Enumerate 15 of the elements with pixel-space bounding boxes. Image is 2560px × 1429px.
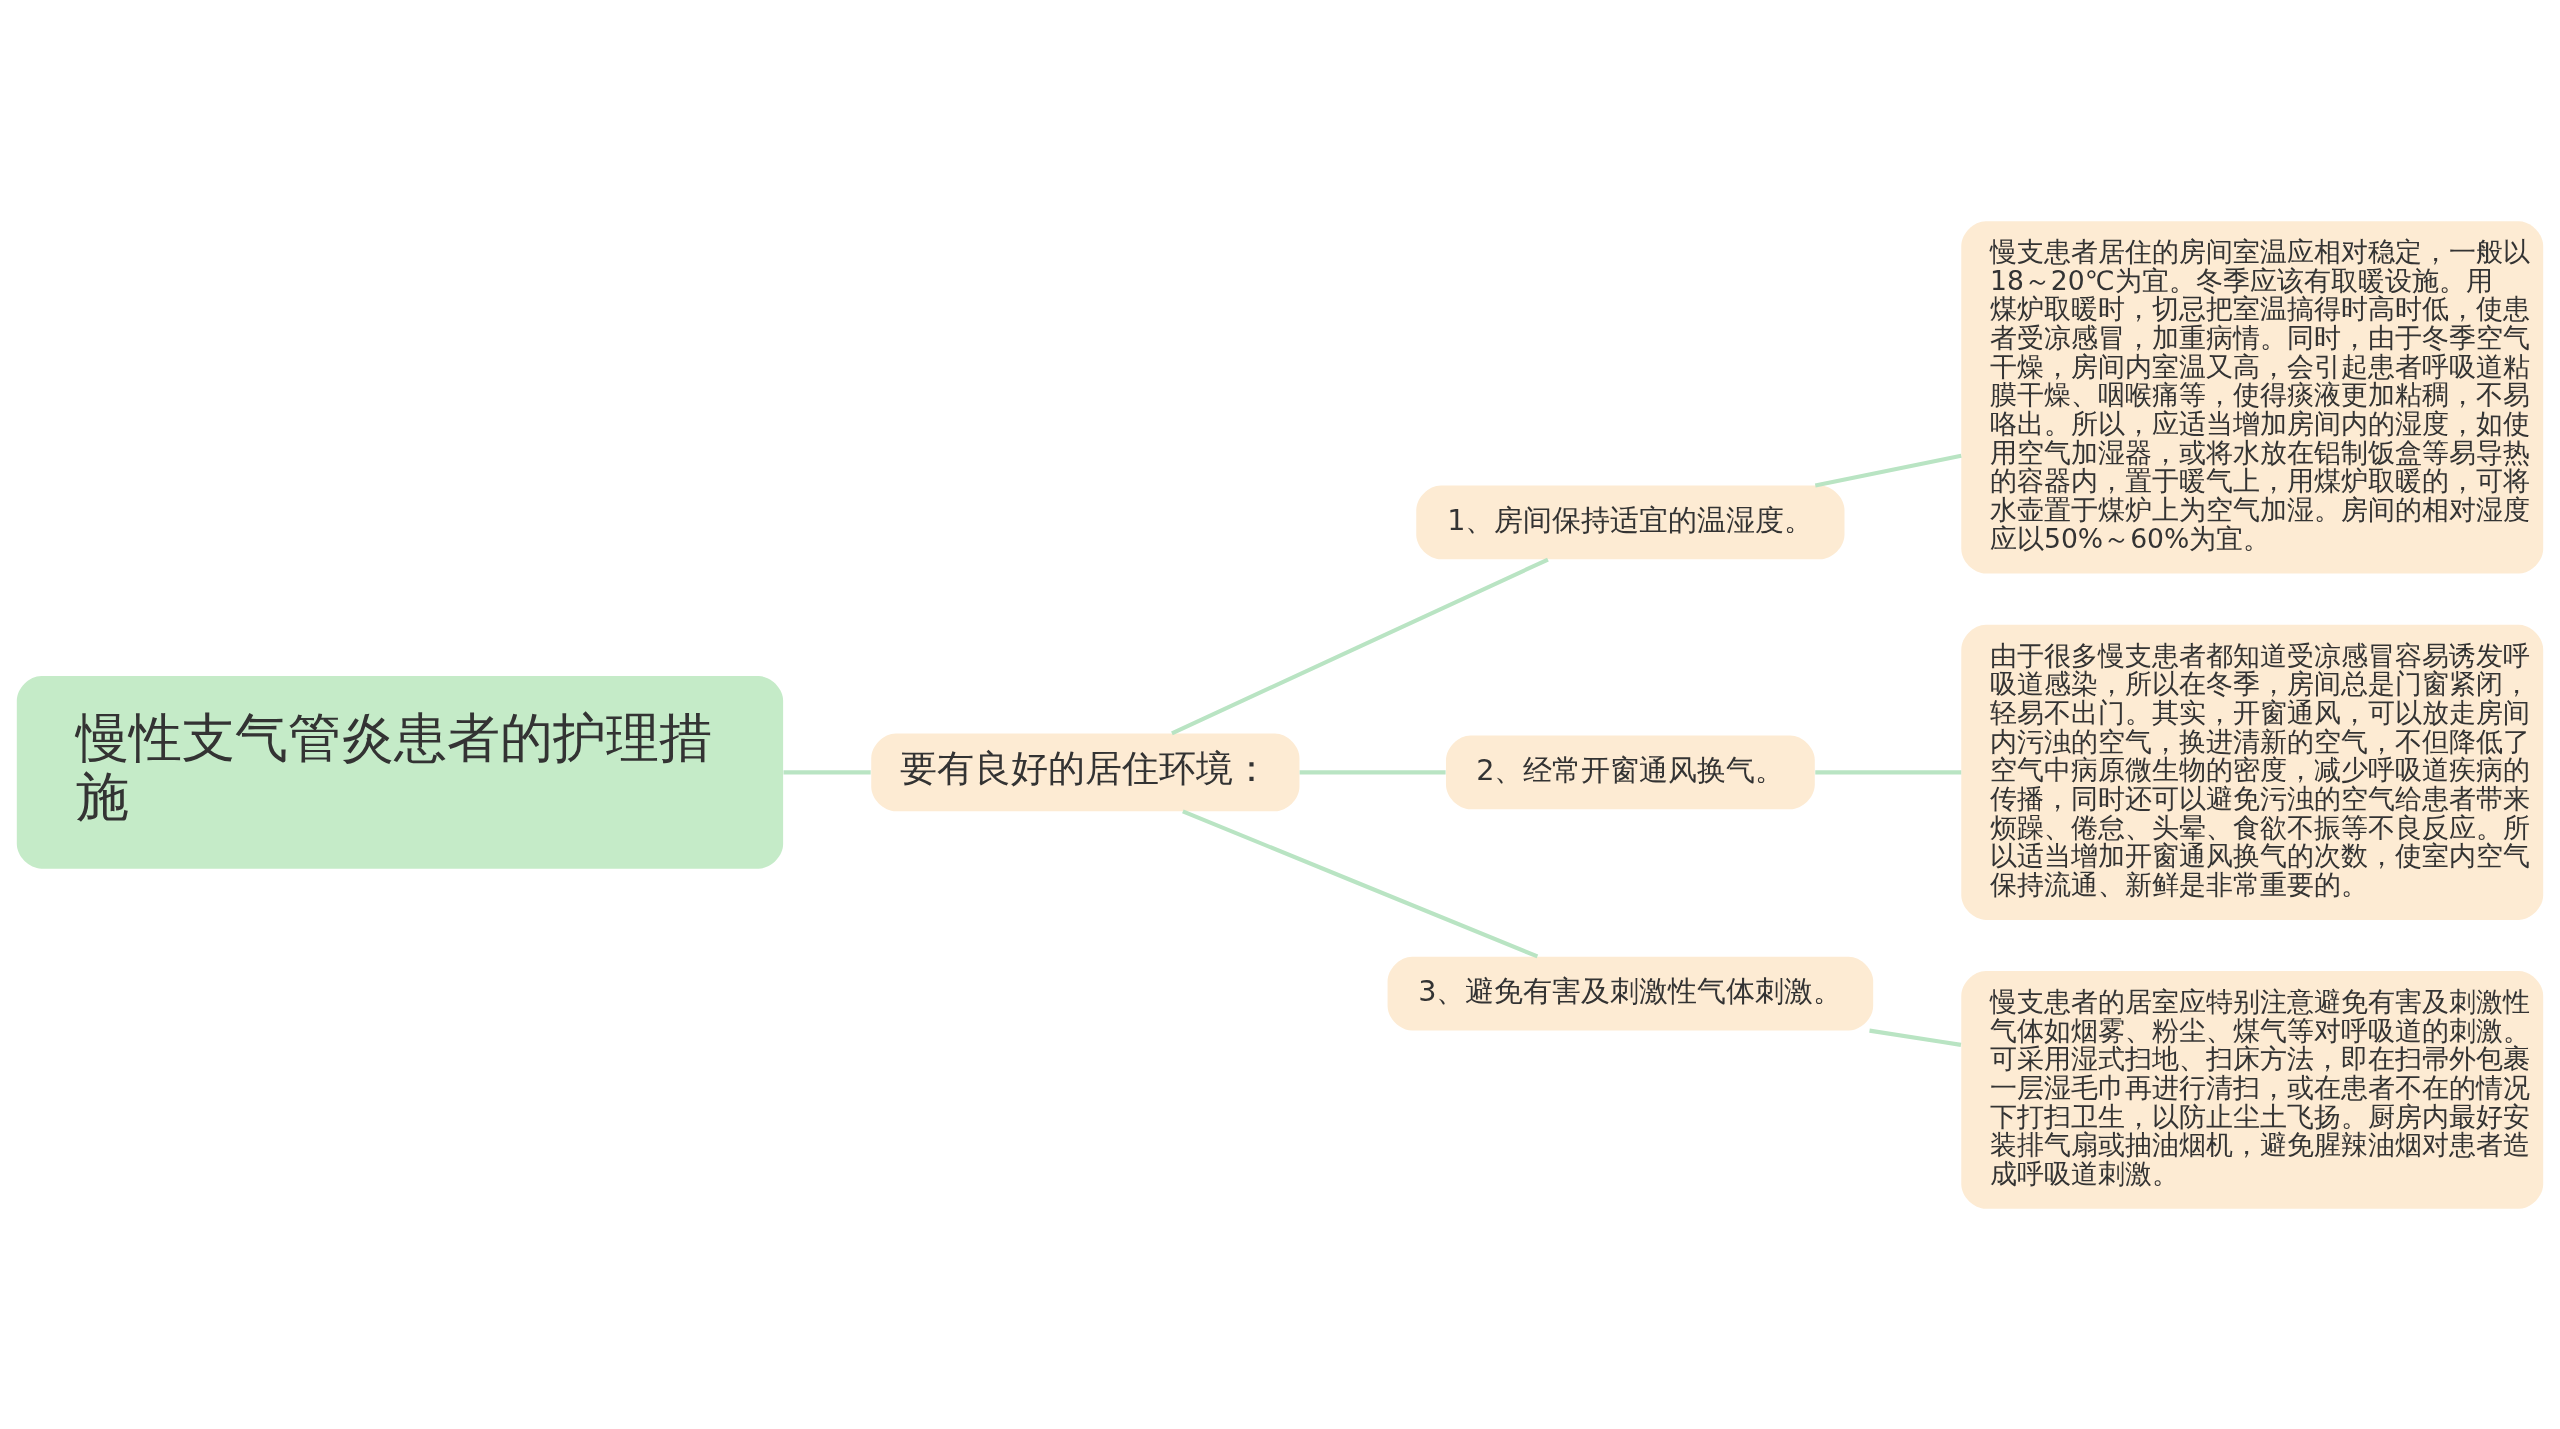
node-box: 慢支患者居住的房间室温应相对稳定，一般以18～20℃为宜。冬季应该有取暖设施。用煤炉取暖时，切忌把室温搞得时高时低，使患者受凉感冒，加重病情。同时，由于冬季空气干燥，房间内室温又高，会引起患者呼吸道粘膜干燥、咽喉痛等，使得痰液更加粘稠，不易咯出。所以，应适当增加房间内的湿度，如使用空气加湿器，或将水放在铝制饭盒等易导热的容器内，置于暖气上，用煤炉取暖的，可将水壶置于煤炉上为空气加湿。房间的相对湿度应以50%～60%为宜。 — [1961, 220, 2544, 574]
connector — [1299, 769, 1446, 774]
node-box: 2、经常开窗通风换气。 — [1445, 735, 1815, 809]
connector — [1182, 809, 1539, 958]
connector — [1814, 453, 1962, 487]
node-box: 3、避免有害及刺激性气体刺激。 — [1387, 956, 1874, 1031]
node-box: 慢性支气管炎患者的护理措施 — [16, 675, 784, 869]
node-box: 由于很多慢支患者都知道受凉感冒容易诱发呼吸道感染，所以在冬季，房间总是门窗紧闭，轻易不出门。其实，开窗通风，可以放走房间内污浊的空气，换进清新的空气，不但降低了空气中病原微生物的密度，减少呼吸道疾病的传播，同时还可以避免污浊的空气给患者带来烦躁、倦怠、头晕、食欲不振等不良反应。所以适当增加开窗通风换气的次数，使室内空气保持流通、新鲜是非常重要的。 — [1961, 624, 2544, 920]
connector — [783, 769, 871, 774]
connector — [1171, 557, 1549, 735]
node-box: 1、房间保持适宜的温湿度。 — [1416, 485, 1845, 559]
node-box: 慢支患者的居室应特别注意避免有害及刺激性气体如烟雾、粉尘、煤气等对呼吸道的刺激。可采用湿式扫地、扫床方法，即在扫帚外包裹一层湿毛巾再进行清扫，或在患者不在的情况下打扫卫生，以防止尘土飞扬。厨房内最好安装排气扇或抽油烟机，避免腥辣油烟对患者造成呼吸道刺激。 — [1961, 970, 2544, 1209]
node-box: 要有良好的居住环境： — [871, 732, 1300, 811]
connector — [1815, 769, 1962, 774]
connector — [1869, 1028, 1962, 1047]
